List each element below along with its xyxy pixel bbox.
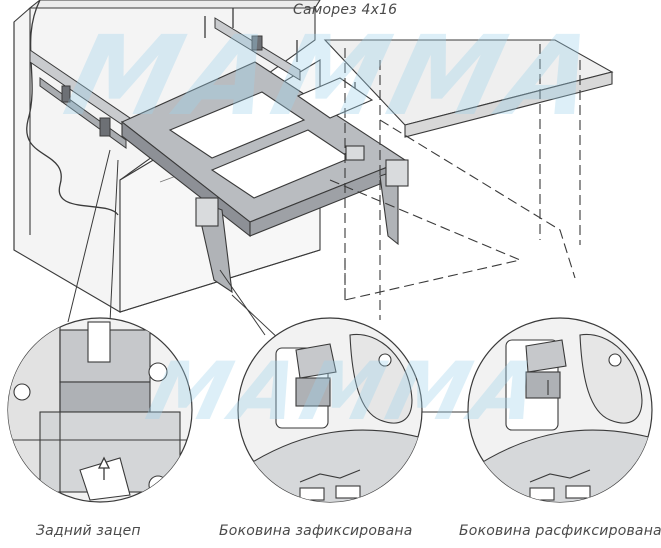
side-released-label: Боковина расфиксирована <box>459 523 661 539</box>
arrow-icon <box>97 456 111 480</box>
top-runner-rail <box>214 17 301 81</box>
left-runner-rail <box>29 49 131 149</box>
side-fixed-label: Боковина зафиксирована <box>219 523 413 539</box>
leader-lines <box>67 149 468 413</box>
detail-circle-side-released <box>467 317 653 503</box>
side-panel <box>323 39 614 320</box>
rear-hook-label: Задний зацеп <box>36 523 141 539</box>
detail-circle-side-fixed <box>237 317 423 503</box>
screw-label: Саморез 4x16 <box>293 2 398 18</box>
detail-circle-rear-hook <box>7 317 193 503</box>
